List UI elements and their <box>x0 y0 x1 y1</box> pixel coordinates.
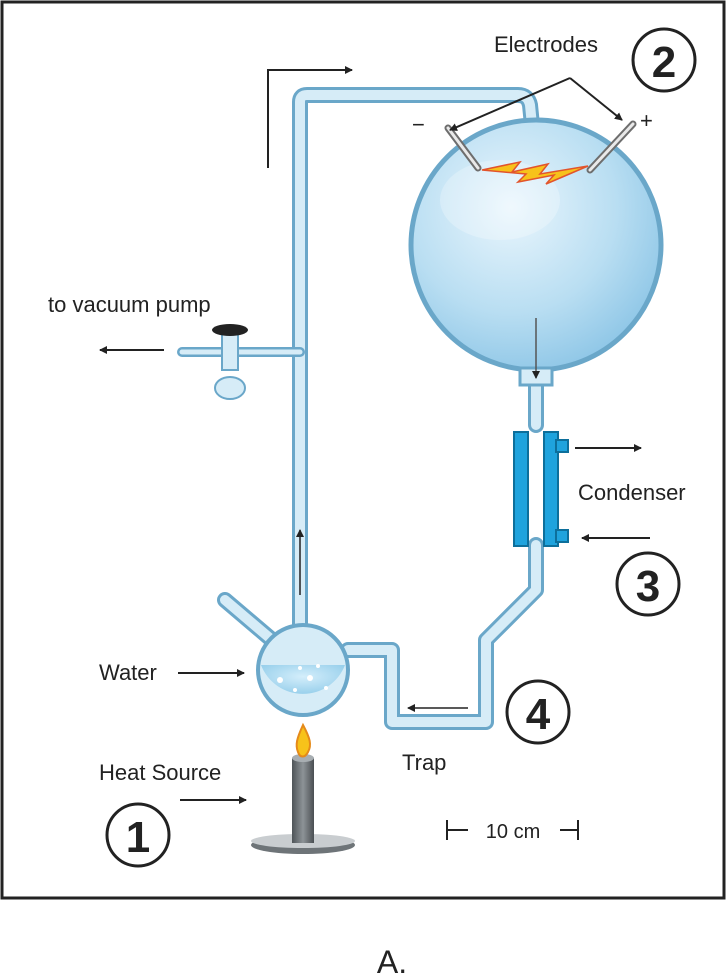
condenser-label: Condenser <box>578 480 686 505</box>
marker-3: 3 <box>615 551 681 617</box>
flame-icon <box>295 722 312 758</box>
marker-2-number: 2 <box>652 38 676 87</box>
scale-label: 10 cm <box>486 821 540 843</box>
marker-1: 1 <box>105 802 171 868</box>
water-label: Water <box>99 660 157 685</box>
heat-source-candle <box>251 722 355 854</box>
water-flask <box>256 623 350 717</box>
electrodes <box>444 120 637 185</box>
scale-bar <box>446 820 579 840</box>
trap-label: Trap <box>402 750 446 775</box>
figure-caption: A. <box>377 944 407 979</box>
plus-sign: + <box>640 108 653 133</box>
vacuum-pump-label: to vacuum pump <box>48 292 211 317</box>
minus-sign: − <box>412 112 425 137</box>
flow-arrows <box>99 66 650 804</box>
condenser-jacket <box>513 431 569 547</box>
marker-4: 4 <box>505 679 571 745</box>
diagram-frame <box>0 0 726 900</box>
marker-2: 2 <box>631 27 697 93</box>
stopcock <box>212 324 248 400</box>
heat-source-label: Heat Source <box>99 760 221 785</box>
marker-3-number: 3 <box>636 562 660 611</box>
electrodes-label: Electrodes <box>494 32 598 57</box>
spark-icon <box>481 160 589 185</box>
marker-4-number: 4 <box>526 690 551 739</box>
marker-1-number: 1 <box>126 813 150 862</box>
spark-chamber-flask <box>408 117 664 387</box>
